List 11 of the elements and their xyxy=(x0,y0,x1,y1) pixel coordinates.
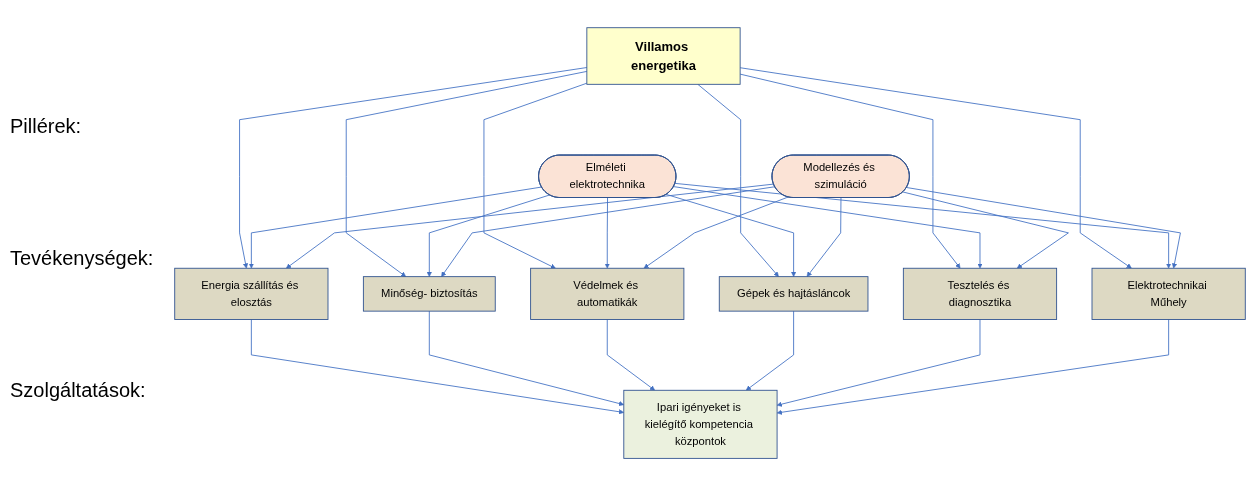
node-box: Gépek és hajtásláncok xyxy=(718,276,869,313)
node-box: Villamos energetika xyxy=(586,27,741,86)
node-box: Energia szállítás és elosztás xyxy=(174,268,329,321)
row-label: Pillérek: xyxy=(10,114,83,138)
node-box: Elektrotechnikai Műhely xyxy=(1091,268,1246,321)
row-label: Tevékenységek: xyxy=(10,247,155,270)
node-box: Minőség- biztosítás xyxy=(362,276,496,313)
node-box: Tesztelés és diagnosztika xyxy=(902,268,1058,321)
node-box: Ipari igényeket is kielégítő kompetencia központok xyxy=(623,390,778,460)
node-box: Védelmek és automatikák xyxy=(530,268,685,321)
row-label: Szolgáltatások: xyxy=(10,379,147,403)
